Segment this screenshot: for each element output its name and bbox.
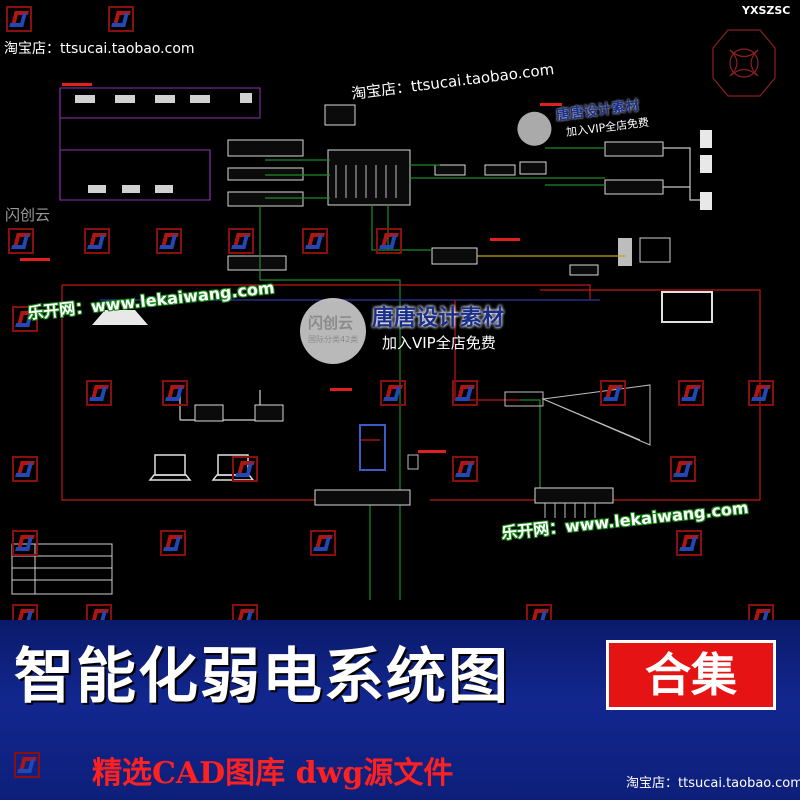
top-right-code: YXSZSC (742, 4, 791, 17)
subtitle: 精选CAD图库 dwg源文件 (92, 756, 454, 791)
logo-watermark-icon (232, 456, 258, 482)
device-box (227, 139, 304, 157)
panel-box (407, 454, 419, 470)
watermark-seal-icon (300, 298, 366, 364)
logo-watermark-icon (160, 530, 186, 556)
switch-ports (544, 503, 596, 518)
pc-tower-icon (618, 238, 632, 266)
ceiling-projector (92, 310, 148, 325)
logo-watermark-icon (162, 380, 188, 406)
device-box (227, 191, 304, 207)
mixer-console (327, 149, 411, 206)
device-box (254, 404, 284, 422)
logo-watermark-icon (14, 752, 40, 778)
projector-cone (504, 384, 651, 446)
device-box (194, 404, 224, 422)
logo-watermark-icon (676, 530, 702, 556)
logo-watermark-icon (12, 456, 38, 482)
logo-watermark-icon (452, 380, 478, 406)
speaker-column (700, 130, 712, 210)
router-device (314, 489, 411, 506)
watermark-big-sub: 加入VIP全店免费 (382, 334, 496, 352)
logo-watermark-icon (452, 456, 478, 482)
shop-url-top-left: 淘宝店：ttsucai.taobao.com (4, 41, 195, 57)
logo-watermark-icon (600, 380, 626, 406)
watermark-big-title: 唐唐设计素材 (372, 306, 505, 331)
logo-watermark-icon (6, 6, 32, 32)
logo-watermark-icon (12, 530, 38, 556)
logo-watermark-icon (310, 530, 336, 556)
device-box (434, 164, 466, 176)
logo-watermark-icon (84, 228, 110, 254)
mic-units-row1 (75, 93, 252, 103)
emblem-icon (712, 29, 776, 97)
logo-watermark-icon (302, 228, 328, 254)
main-title: 智能化弱电系统图 (14, 642, 510, 712)
wall-box (359, 424, 386, 471)
switch-device (534, 487, 614, 504)
device-box (324, 104, 356, 126)
mic-units-row2 (88, 185, 173, 193)
microphone-system (59, 87, 261, 201)
logo-watermark-icon (12, 306, 38, 332)
shop-url-bottom: 淘宝店：ttsucai.taobao.com (626, 776, 800, 791)
logo-watermark-icon (108, 6, 134, 32)
cad-system-diagram (11, 29, 776, 600)
device-box (484, 164, 516, 176)
watermark-brand-sub: 国际分类42类 (308, 335, 359, 344)
device-box (569, 264, 599, 276)
logo-watermark-icon (380, 380, 406, 406)
logo-watermark-icon (678, 380, 704, 406)
logo-watermark-icon (670, 456, 696, 482)
device-box (227, 255, 287, 271)
logo-watermark-icon (156, 228, 182, 254)
amplifier-group (519, 141, 664, 195)
badge-label: 合集 (645, 648, 737, 702)
device-box (227, 167, 304, 181)
mixer-faders (335, 165, 397, 198)
device-box (431, 247, 478, 265)
monitor-icon (639, 237, 671, 263)
wiring (61, 147, 761, 600)
watermark-brand: 闪创云 (308, 314, 354, 332)
display-screen (661, 291, 713, 323)
logo-watermark-icon (228, 228, 254, 254)
logo-watermark-icon (376, 228, 402, 254)
section-markers (20, 83, 562, 453)
logo-watermark-icon (8, 228, 34, 254)
logo-watermark-icon (748, 380, 774, 406)
logo-text-left: 闪创云 (5, 206, 51, 224)
logo-watermark-icon (86, 380, 112, 406)
collection-badge: 合集 (606, 640, 776, 710)
